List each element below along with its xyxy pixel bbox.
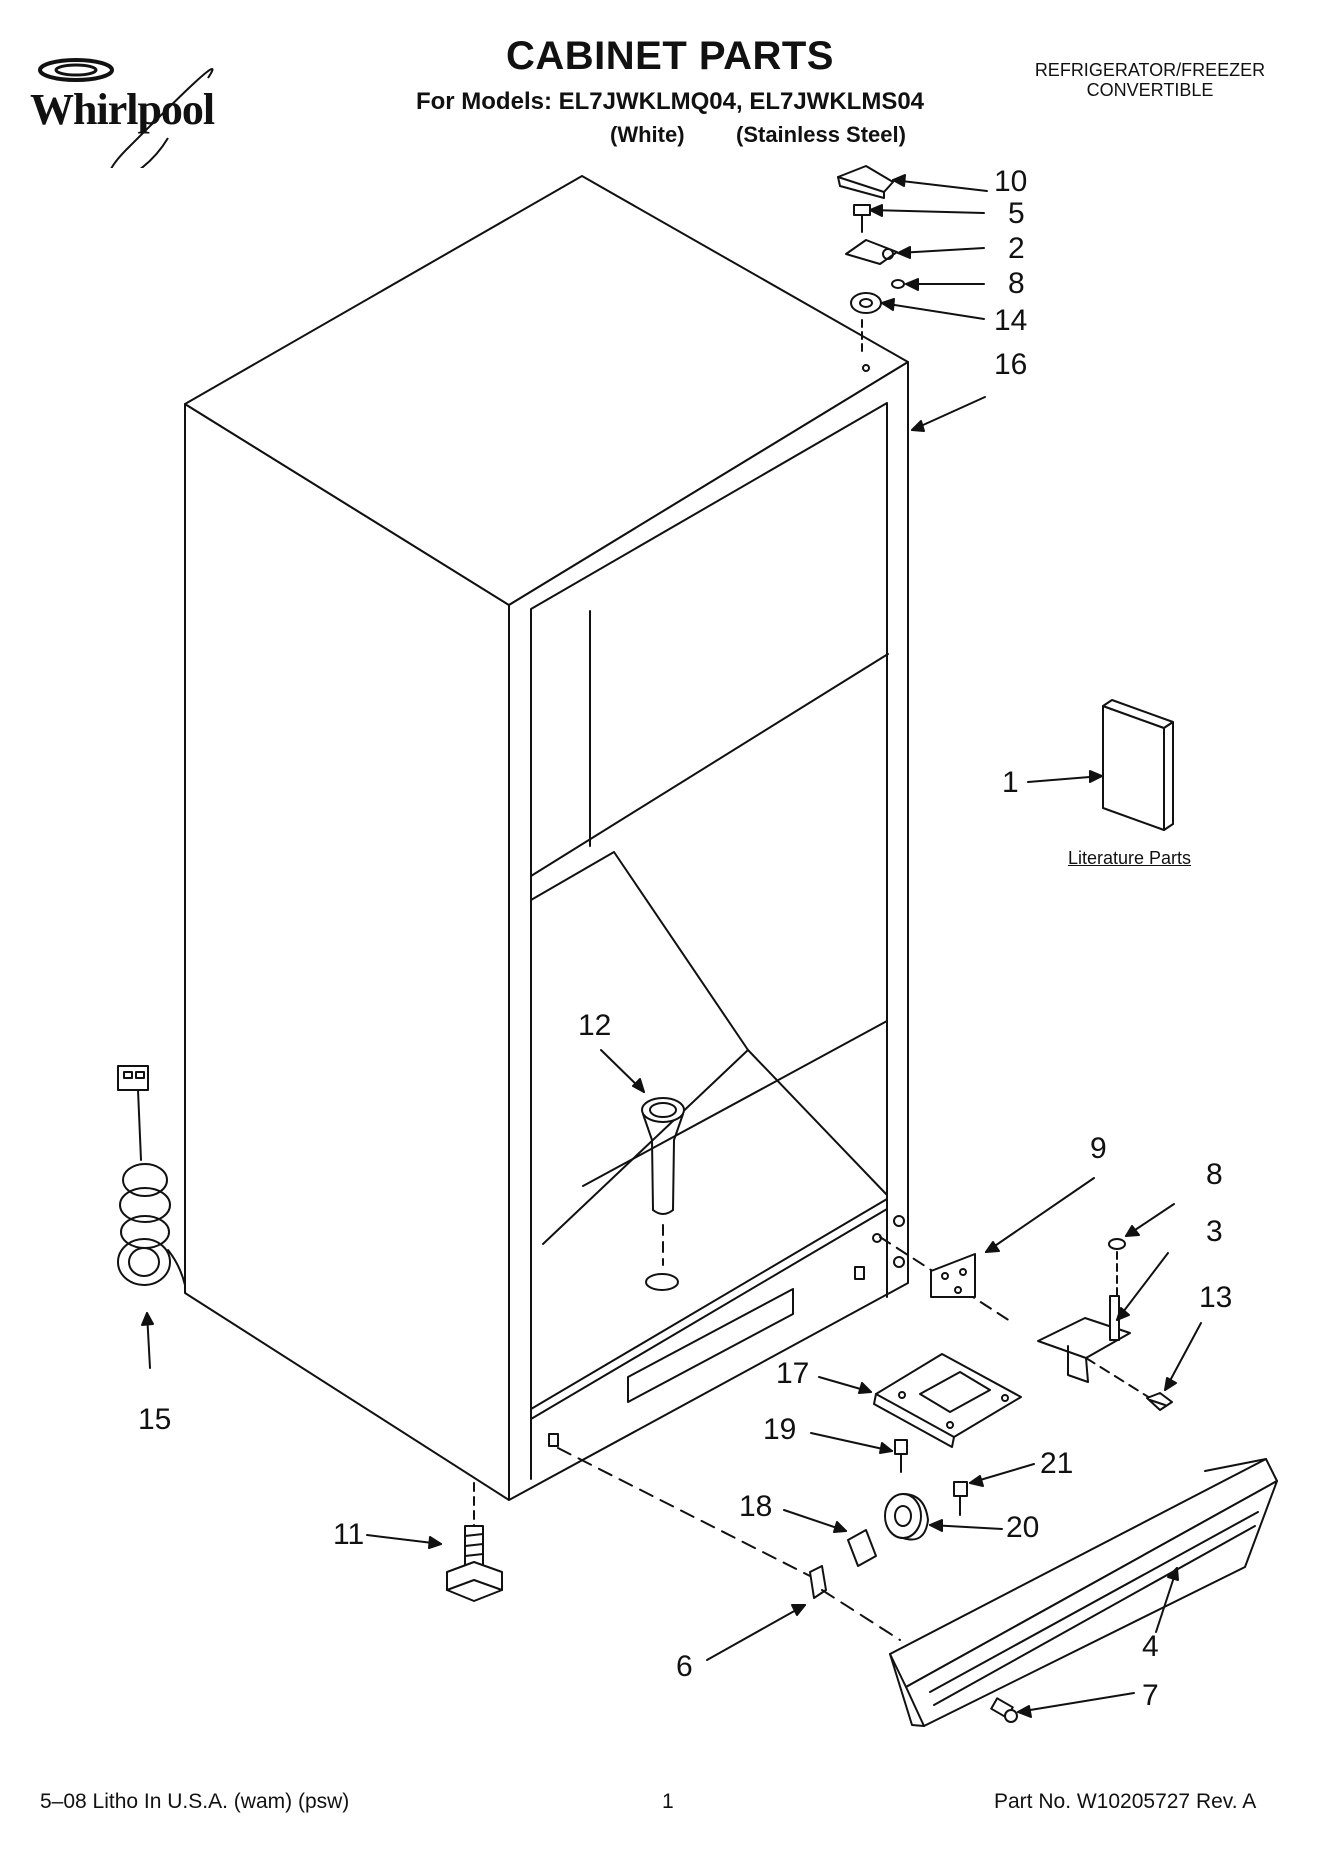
axle-pin-icon: [847, 1529, 877, 1567]
hinge-shim-icon: [850, 292, 882, 314]
clip-icon: [809, 1565, 827, 1599]
brand-logo: Whirlpool: [18, 48, 268, 168]
literature-parts-label: Literature Parts: [1068, 848, 1192, 868]
grille-clip: [557, 1447, 901, 1641]
roller-icon: [884, 1493, 922, 1539]
callout-17: 17: [776, 1357, 810, 1390]
callout-3: 3: [1206, 1215, 1223, 1248]
callout-19: 19: [763, 1413, 797, 1446]
leader-lines: [141, 174, 1202, 1718]
callout-16: 16: [994, 348, 1028, 381]
roller-parts: [847, 1493, 929, 1567]
callout-8-top: 8: [1008, 267, 1025, 300]
finish-white: (White): [610, 122, 685, 147]
lower-hinge-assembly: [879, 1236, 1173, 1411]
callout-8-bottom: 8: [1206, 1158, 1223, 1191]
leveling-leg: [446, 1482, 503, 1602]
brand-name: Whirlpool: [30, 85, 215, 134]
product-category: REFRIGERATOR/FREEZER CONVERTIBLE: [1000, 60, 1300, 100]
brand-swoosh-icon: [38, 58, 214, 168]
base-bracket: [873, 1353, 1022, 1448]
callout-2: 2: [1008, 232, 1025, 265]
callout-14: 14: [994, 304, 1028, 337]
callout-13: 13: [1199, 1281, 1233, 1314]
callout-4: 4: [1142, 1630, 1159, 1663]
hinge-bolt-icon: [1146, 1392, 1173, 1411]
base-grille: [889, 1458, 1278, 1727]
cabinet-body: [184, 175, 909, 1501]
callout-20: 20: [1006, 1511, 1040, 1544]
drain-tube: [641, 1097, 685, 1291]
finish-stainless: (Stainless Steel): [736, 122, 906, 147]
top-hinge-stack: [837, 165, 905, 356]
washer-top-icon: [891, 279, 905, 289]
callout-1: 1: [1002, 766, 1019, 799]
page-number: 1: [662, 1790, 674, 1813]
hinge-bracket-icon: [930, 1253, 976, 1298]
hinge-cover-icon: [837, 165, 894, 193]
bracket-screws: [894, 1439, 968, 1516]
screw-19-icon: [894, 1439, 908, 1455]
category-line-2: CONVERTIBLE: [1086, 80, 1214, 100]
power-cord: [117, 1065, 186, 1286]
callout-10: 10: [994, 165, 1028, 198]
model-numbers: For Models: EL7JWKLMQ04, EL7JWKLMS04: [415, 88, 925, 115]
screw-21-icon: [953, 1481, 968, 1497]
bottom-hinge-icon: [1037, 1317, 1131, 1359]
page-title: CABINET PARTS: [506, 34, 834, 78]
hinge-screw-icon: [853, 204, 871, 216]
grille-screw: [990, 1697, 1018, 1723]
callout-21: 21: [1040, 1447, 1074, 1480]
washer-bottom-icon: [1108, 1238, 1126, 1250]
callout-6: 6: [676, 1650, 693, 1683]
literature-book-icon: [1102, 699, 1174, 831]
callout-9: 9: [1090, 1132, 1107, 1165]
part-number: Part No. W10205727 Rev. A: [994, 1790, 1257, 1813]
callout-15: 15: [138, 1403, 172, 1436]
category-line-1: REFRIGERATOR/FREEZER: [1034, 60, 1266, 80]
callout-11: 11: [333, 1518, 365, 1551]
callout-5: 5: [1008, 197, 1025, 230]
callout-18: 18: [739, 1490, 773, 1523]
upper-hinge-icon: [845, 239, 898, 265]
callout-12: 12: [578, 1009, 612, 1042]
footer-print-info: 5–08 Litho In U.S.A. (wam) (psw): [40, 1790, 350, 1813]
callout-7: 7: [1142, 1679, 1159, 1712]
